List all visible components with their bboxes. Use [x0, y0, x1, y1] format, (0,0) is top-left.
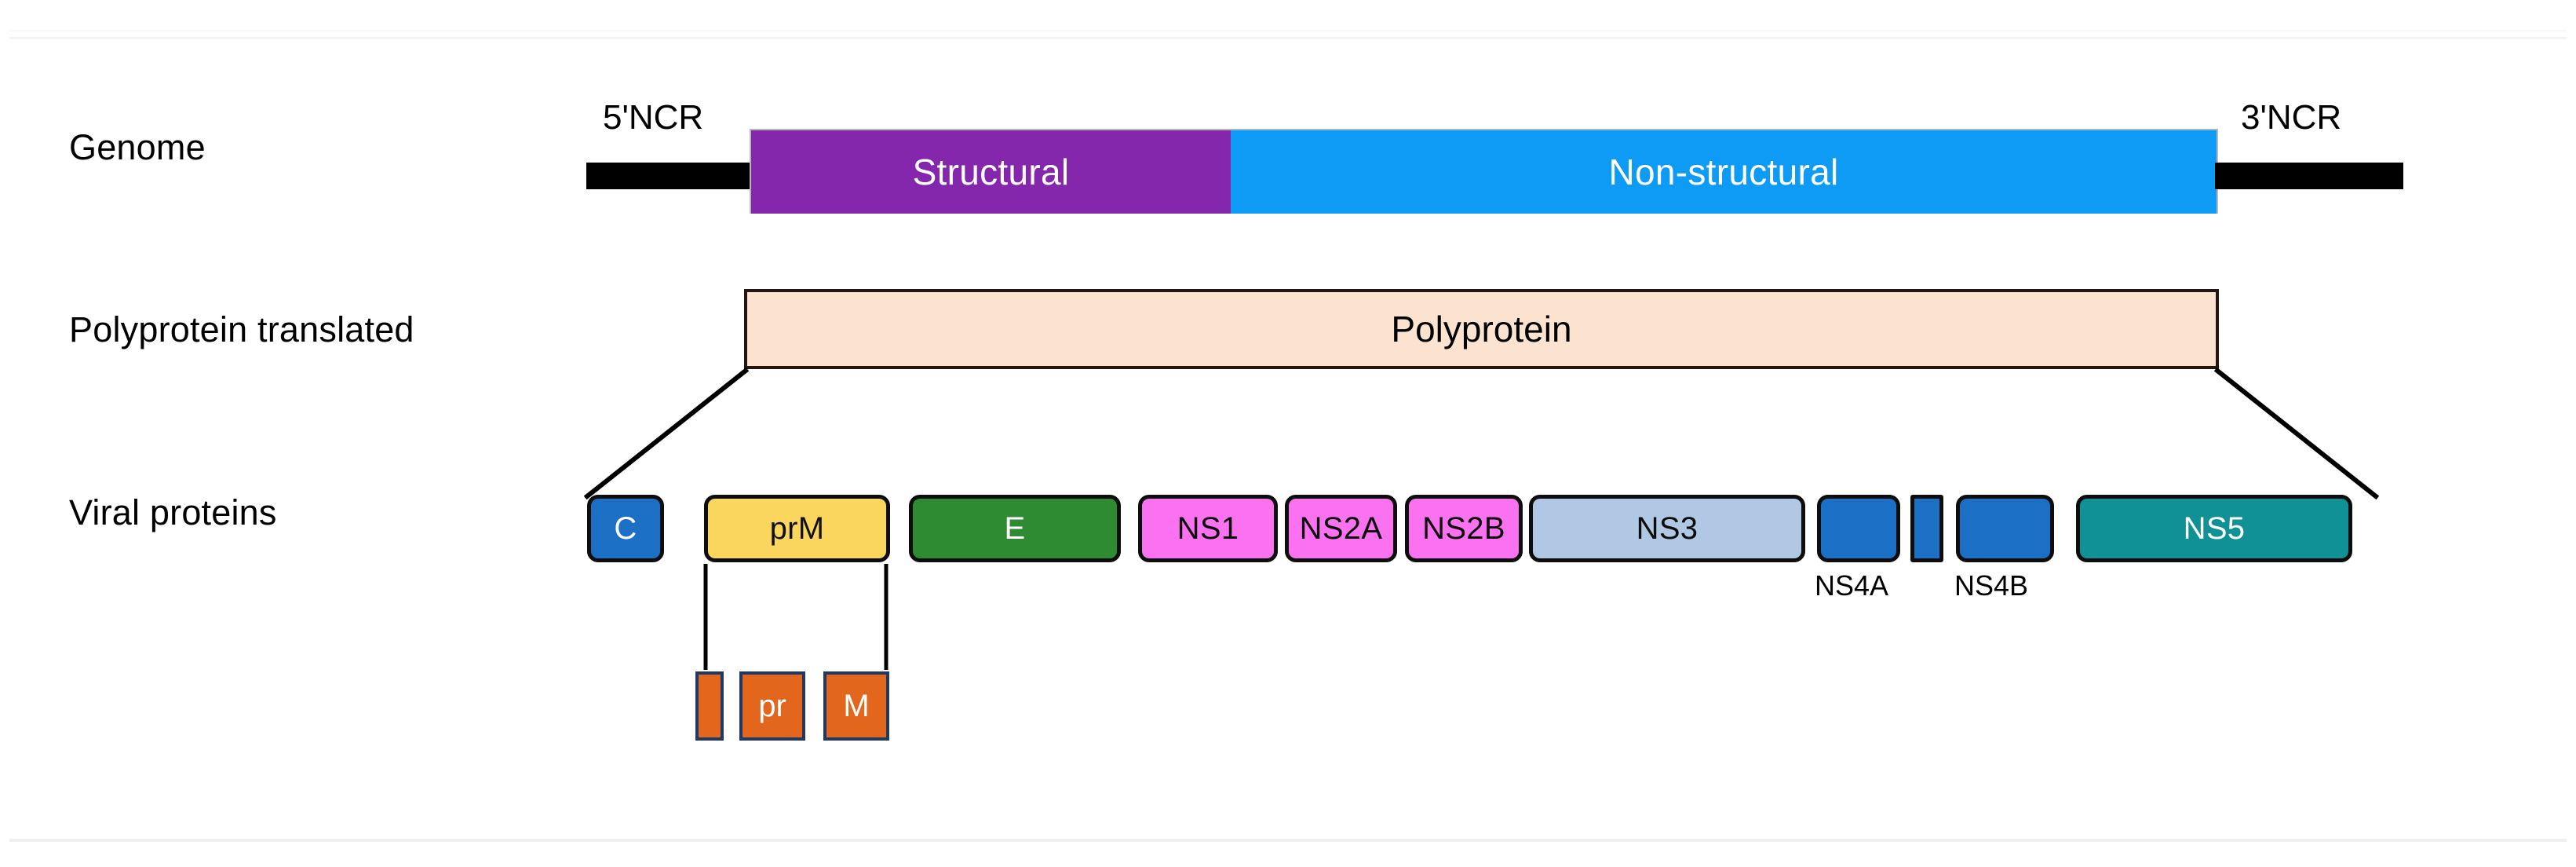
genome-segment-non-structural[interactable]: Non-structural: [1231, 129, 2218, 214]
genome-segment-structural[interactable]: Structural: [750, 129, 1231, 214]
protein-box-e[interactable]: E: [909, 495, 1121, 562]
row-label-viral-proteins: Viral proteins: [69, 492, 277, 532]
top-divider-1: [9, 30, 2567, 31]
prm-product-pr[interactable]: pr: [739, 671, 805, 741]
protein-box-ns1[interactable]: NS1: [1138, 495, 1278, 562]
protein-label-ns2a: NS2A: [1299, 510, 1383, 546]
protein-label-ns2b: NS2B: [1422, 510, 1505, 546]
protein-label-ns3: NS3: [1636, 510, 1698, 546]
protein-label-ns1: NS1: [1177, 510, 1239, 546]
protein-label-c: C: [614, 510, 637, 546]
top-divider-2: [9, 37, 2567, 39]
bar-3-ncr: [2215, 163, 2403, 189]
protein-box-ns3[interactable]: NS3: [1529, 495, 1805, 562]
protein-box-2k[interactable]: [1910, 495, 1943, 562]
protein-caption-ns4a: NS4A: [1815, 569, 1889, 602]
protein-box-ns2a[interactable]: NS2A: [1285, 495, 1397, 562]
left-connector: [583, 367, 750, 500]
protein-box-prm[interactable]: prM: [704, 495, 890, 562]
protein-box-ns4a[interactable]: [1817, 495, 1900, 562]
bar-5-ncr: [586, 163, 751, 189]
label-3-ncr: 3'NCR: [2241, 98, 2342, 137]
protein-box-c[interactable]: C: [587, 495, 664, 562]
right-connector: [2213, 367, 2380, 500]
protein-box-ns4b[interactable]: [1956, 495, 2054, 562]
label-5-ncr: 5'NCR: [603, 98, 704, 137]
polyprotein-bar[interactable]: Polyprotein: [744, 289, 2219, 369]
bottom-divider: [9, 839, 2567, 842]
row-label-genome: Genome: [69, 127, 206, 167]
prm-product-signal-peptide[interactable]: [695, 671, 724, 741]
prm-product-M[interactable]: M: [823, 671, 889, 741]
protein-box-ns2b[interactable]: NS2B: [1405, 495, 1523, 562]
row-label-polyprotein: Polyprotein translated: [69, 309, 414, 349]
prm-product-label-M: M: [843, 689, 870, 723]
protein-label-prm: prM: [769, 510, 825, 546]
prm-product-label-pr: pr: [758, 689, 786, 723]
protein-label-ns5: NS5: [2183, 510, 2246, 546]
protein-label-e: E: [1004, 510, 1026, 546]
protein-caption-ns4b: NS4B: [1954, 569, 2029, 602]
protein-box-ns5[interactable]: NS5: [2076, 495, 2352, 562]
